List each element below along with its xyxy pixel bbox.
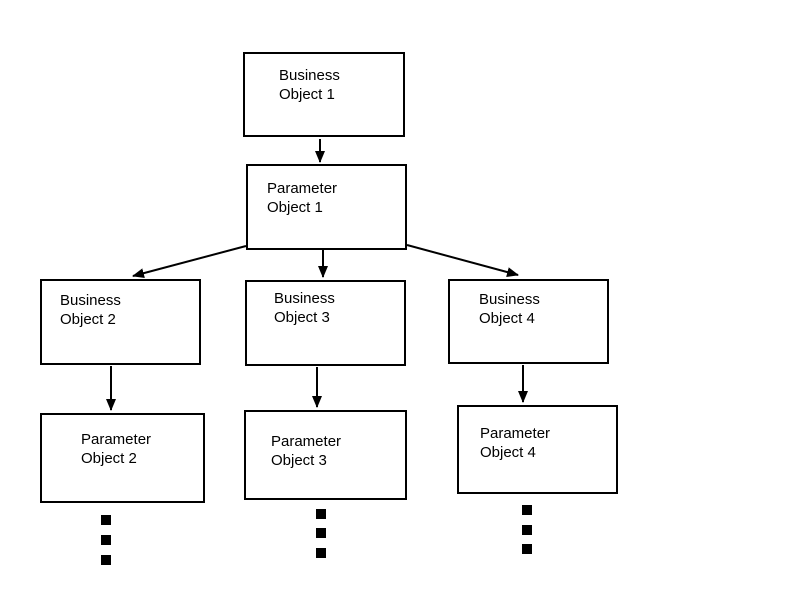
arrow-po1-bo4 <box>406 244 519 277</box>
node-label-line1: Business <box>60 292 121 309</box>
node-business-object-3: Business Object 3 <box>245 280 406 366</box>
node-label-line1: Parameter <box>271 433 342 450</box>
node-label-line2: Object 4 <box>480 444 536 461</box>
ellipsis-square <box>316 509 326 519</box>
node-parameter-object-3: Parameter Object 3 <box>244 410 407 500</box>
node-business-object-1: Business Object 1 <box>243 52 405 137</box>
ellipsis-square <box>101 555 111 565</box>
node-business-object-2: Business Object 2 <box>40 279 201 365</box>
node-label-line1: Parameter <box>267 180 338 197</box>
node-label-line2: Object 1 <box>279 86 335 103</box>
node-label-line1: Business <box>479 291 540 308</box>
ellipsis-square <box>316 548 326 558</box>
node-parameter-object-4: Parameter Object 4 <box>457 405 618 494</box>
node-label-line2: Object 3 <box>274 309 330 326</box>
node-label-line2: Object 4 <box>479 310 535 327</box>
node-label-line1: Business <box>279 67 340 84</box>
node-label-line1: Business <box>274 290 335 307</box>
arrow-po1-bo2 <box>132 245 247 279</box>
node-label-line2: Object 2 <box>60 311 116 328</box>
ellipsis-square <box>101 535 111 545</box>
ellipsis-square <box>101 515 111 525</box>
node-parameter-object-1: Parameter Object 1 <box>246 164 407 250</box>
node-parameter-object-2: Parameter Object 2 <box>40 413 205 503</box>
node-label-line2: Object 3 <box>271 452 327 469</box>
node-label-line1: Parameter <box>81 431 152 448</box>
node-label-line2: Object 1 <box>267 199 323 216</box>
ellipsis-square <box>522 525 532 535</box>
node-business-object-4: Business Object 4 <box>448 279 609 364</box>
node-label-line2: Object 2 <box>81 450 137 467</box>
node-label-line1: Parameter <box>480 425 551 442</box>
ellipsis-square <box>522 544 532 554</box>
ellipsis-square <box>522 505 532 515</box>
ellipsis-square <box>316 528 326 538</box>
